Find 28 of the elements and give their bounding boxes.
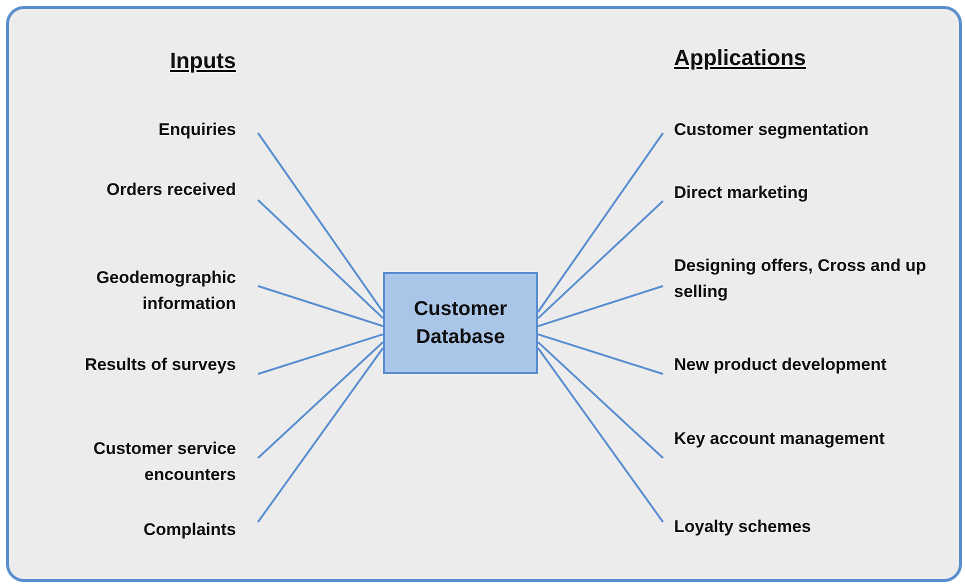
box-label: Customer Database [412,297,508,350]
input-label: Orders received [106,180,236,199]
connector-line [257,132,384,313]
connector-line [537,341,664,459]
connector-line [258,285,384,328]
input-label: Customer service encounters [93,439,236,484]
input-label: Geodemographic information [96,268,236,313]
connector-line [538,285,664,328]
connector-line [257,341,384,459]
input-label: Enquiries [158,120,236,139]
connector-line [258,333,384,375]
connector-line [537,347,664,523]
application-label: Loyalty schemes [674,517,812,536]
application-label: Customer segmentation [674,120,869,139]
connector-line [257,199,384,319]
application-label: Designing offers, Cross and up selling [674,256,926,301]
application-label: Key account management [674,429,885,448]
column-heading: Inputs [170,48,236,74]
application-label: Direct marketing [674,183,808,202]
database-box [383,272,538,374]
column-heading: Applications [674,45,806,71]
connector-line [537,200,664,320]
connector-line [257,347,384,523]
input-label: Results of surveys [84,355,236,374]
input-label: Complaints [143,520,236,539]
connector-line [537,132,664,313]
connector-line [538,333,664,375]
application-label: New product development [674,355,887,374]
